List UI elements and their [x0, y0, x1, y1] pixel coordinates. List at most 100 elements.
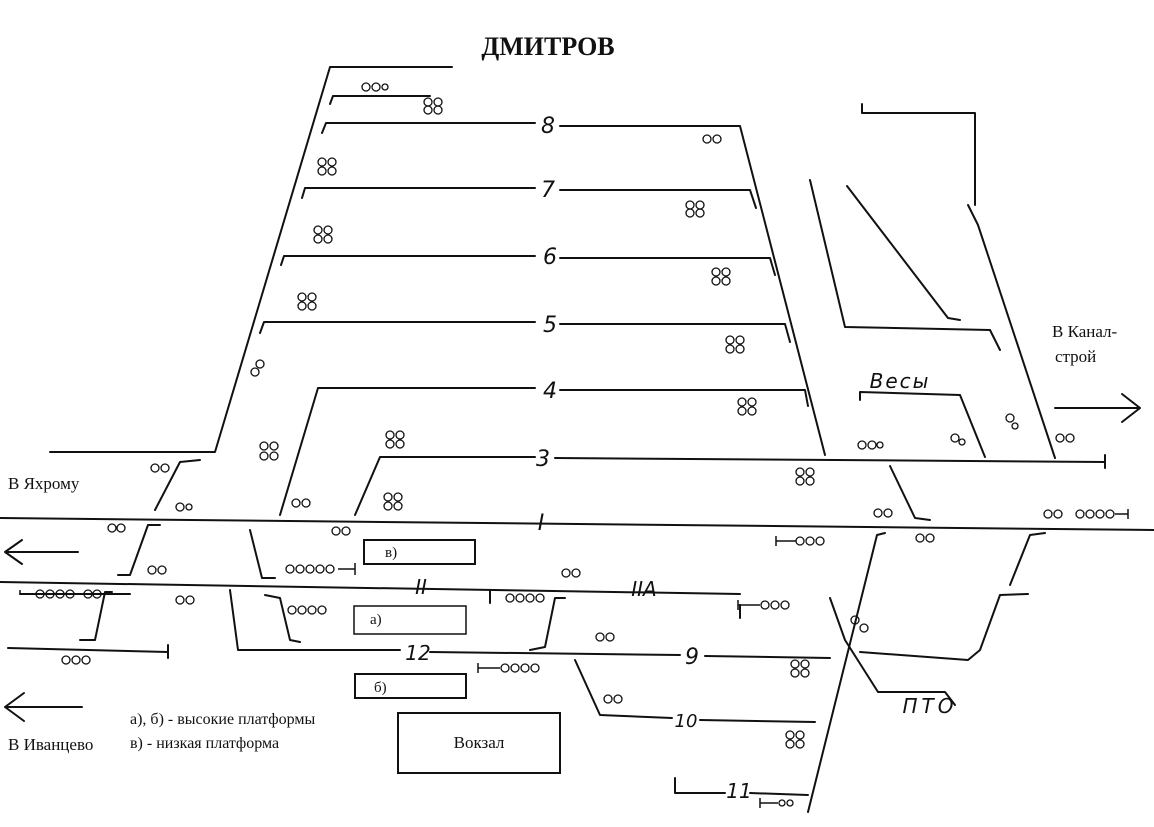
- signal-mast-icon: [759, 798, 778, 808]
- station-building-label: Вокзал: [454, 733, 505, 752]
- signal-icon: [915, 533, 935, 543]
- signal-icon: [760, 600, 790, 610]
- platform-a: а): [353, 605, 467, 635]
- signal-icon: [857, 440, 884, 450]
- signal-icon: [685, 200, 705, 218]
- signal-icon: [313, 225, 333, 244]
- track-IIa-label: IIА: [631, 577, 656, 601]
- track-11-left: [674, 777, 726, 794]
- signal-icon: [383, 492, 403, 511]
- track-11-label: 11: [726, 779, 751, 803]
- direction-yakhroma-label: В Яхрому: [8, 474, 80, 493]
- signal-icon: [795, 536, 825, 546]
- signal-icon: [711, 267, 731, 286]
- signal-icon: [790, 659, 810, 678]
- track-4-right: [559, 389, 809, 407]
- signal-icon: [175, 502, 193, 512]
- track-I-label: I: [538, 511, 545, 536]
- lower-yard-tracks: [7, 589, 831, 796]
- track-12-mid: [429, 651, 681, 656]
- track-12-left: [229, 589, 401, 651]
- pto-track-left: [829, 597, 956, 706]
- direction-kanalstroy-label-2: строй: [1055, 347, 1096, 366]
- platform-a-label: а): [370, 612, 382, 628]
- signal-icon: [505, 593, 545, 603]
- signal-icon: [785, 730, 805, 749]
- main-track-I: [0, 517, 1154, 531]
- station-building: Вокзал: [397, 712, 561, 774]
- track-12-label: 12: [405, 641, 430, 665]
- track-10-label: 10: [675, 711, 698, 732]
- signal-icon: [150, 463, 170, 473]
- signal-icon: [423, 97, 443, 115]
- platform-v: в): [363, 539, 476, 565]
- track-9-connector: [529, 597, 566, 651]
- signal-icon: [285, 564, 335, 574]
- direction-kanalstroy-label-1: В Канал-: [1052, 322, 1118, 341]
- track-II-label: II: [415, 575, 427, 599]
- main-track-II: [0, 581, 741, 595]
- signal-icon: [1055, 433, 1075, 443]
- signal-icon: [603, 694, 623, 704]
- ivantsevo-branch: [79, 591, 113, 641]
- long-diagonal-track: [807, 532, 886, 813]
- track-8-right: [559, 125, 826, 456]
- track-10-right: [699, 719, 816, 723]
- crossover-left-1: [117, 524, 161, 576]
- platform-b-label: б): [374, 680, 387, 696]
- signal-mast-icon: [338, 563, 356, 575]
- signal-icon: [500, 663, 540, 673]
- high-platform-a: [353, 605, 467, 635]
- track-8-label: 8: [541, 114, 555, 139]
- signal-icon: [1005, 413, 1019, 430]
- main-tracks: [0, 459, 1154, 604]
- track-numbers: 8 7 6 5 4 3 I II IIА 12 9 10 11: [405, 114, 751, 803]
- platform-b: б): [354, 673, 467, 699]
- track-11-right: [749, 792, 809, 796]
- upper-yard-tracks: [49, 66, 1106, 516]
- signal-icon: [317, 157, 337, 176]
- pto-label: ПТО: [903, 694, 958, 718]
- track-6-label: 6: [543, 245, 557, 270]
- signal-icon: [778, 799, 794, 807]
- direction-ivantsevo-label: В Иванцево: [8, 735, 93, 754]
- signal-icon: [107, 523, 126, 533]
- signal-icon: [147, 565, 167, 575]
- signal-icon: [702, 134, 722, 144]
- signal-icon: [297, 292, 317, 311]
- signals: [19, 82, 1129, 808]
- platform-v-label: в): [385, 545, 397, 561]
- right-diagonal-track: [846, 185, 961, 321]
- signal-icon: [361, 82, 389, 92]
- track-6-left: [280, 255, 536, 266]
- signal-icon: [725, 335, 745, 354]
- right-inner-track: [809, 179, 1001, 351]
- signal-icon: [1043, 509, 1115, 519]
- signal-mast-icon: [1115, 509, 1129, 519]
- signal-icon: [737, 397, 757, 416]
- signal-icon: [331, 526, 351, 536]
- signal-icon: [35, 589, 102, 599]
- track-7-right: [559, 189, 757, 209]
- signal-icon: [385, 430, 405, 449]
- track-9: [704, 655, 831, 659]
- arrow-left-icon: [4, 539, 79, 565]
- right-main-curve: [967, 204, 1056, 459]
- signal-icon: [61, 655, 91, 665]
- pto-track-right: [859, 593, 1029, 661]
- track-5-label: 5: [543, 313, 557, 338]
- signal-mast-icon: [477, 663, 500, 673]
- arrow-left-icon: [4, 692, 83, 722]
- signal-icon: [873, 508, 893, 518]
- right-top-siding: [861, 103, 976, 206]
- right-yard-tracks: [807, 103, 1056, 813]
- arrow-right-icon: [1054, 393, 1141, 423]
- siding-above-8: [329, 95, 431, 105]
- legend-high-platforms: а), б) - высокие платформы: [130, 711, 316, 728]
- ivantsevo-track: [7, 647, 169, 653]
- track-3-right: [554, 457, 1106, 463]
- track-6-right: [559, 257, 776, 276]
- signal-icon: [287, 605, 327, 615]
- track-9-label: 9: [685, 645, 699, 670]
